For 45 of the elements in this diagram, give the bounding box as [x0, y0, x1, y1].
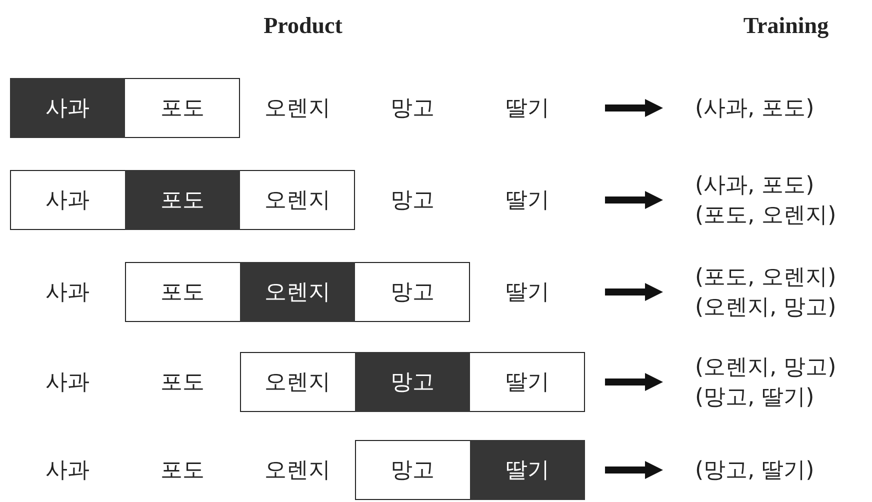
- center-word-cell: 망고: [355, 352, 470, 412]
- training-pair: (사과, 포도): [695, 95, 814, 123]
- word: 오렌지: [264, 187, 330, 215]
- word: 망고: [390, 95, 434, 123]
- word: 딸기: [506, 95, 550, 123]
- word: 포도: [160, 95, 204, 123]
- word: 오렌지: [264, 369, 330, 397]
- window-box: [10, 170, 355, 230]
- word: 망고: [390, 187, 434, 215]
- word: 오렌지: [264, 95, 330, 123]
- training-pair: (망고, 딸기): [695, 384, 814, 412]
- training-pair: (오렌지, 망고): [695, 294, 836, 322]
- word: 오렌지: [264, 457, 330, 485]
- word: 망고: [390, 279, 434, 307]
- training-pair: (사과, 포도): [695, 172, 814, 200]
- word: 사과: [46, 279, 90, 307]
- word: 포도: [160, 369, 204, 397]
- word: 사과: [46, 187, 90, 215]
- training-pair: (망고, 딸기): [695, 457, 814, 485]
- word: 포도: [160, 457, 204, 485]
- window-box: [10, 78, 240, 138]
- arrow: [605, 191, 663, 209]
- training-pair: (포도, 오렌지): [695, 264, 836, 292]
- window-box: [355, 440, 585, 500]
- training-pair: (포도, 오렌지): [695, 202, 836, 230]
- arrow: [605, 283, 663, 301]
- column-heading: Training: [743, 13, 829, 39]
- window-box: [125, 262, 470, 322]
- center-word-cell: 포도: [125, 170, 240, 230]
- word: 딸기: [506, 187, 550, 215]
- center-word-cell: 오렌지: [240, 262, 355, 322]
- word: 사과: [46, 457, 90, 485]
- arrow: [605, 373, 663, 391]
- word: 딸기: [506, 279, 550, 307]
- word: 망고: [390, 457, 434, 485]
- center-word-cell: 사과: [10, 78, 125, 138]
- column-heading: Product: [264, 13, 342, 39]
- center-word-cell: 딸기: [470, 440, 585, 500]
- arrow: [605, 99, 663, 117]
- arrow: [605, 461, 663, 479]
- word: 딸기: [506, 369, 550, 397]
- word: 포도: [160, 279, 204, 307]
- window-box: [240, 352, 585, 412]
- training-pair: (오렌지, 망고): [695, 354, 836, 382]
- word: 사과: [46, 369, 90, 397]
